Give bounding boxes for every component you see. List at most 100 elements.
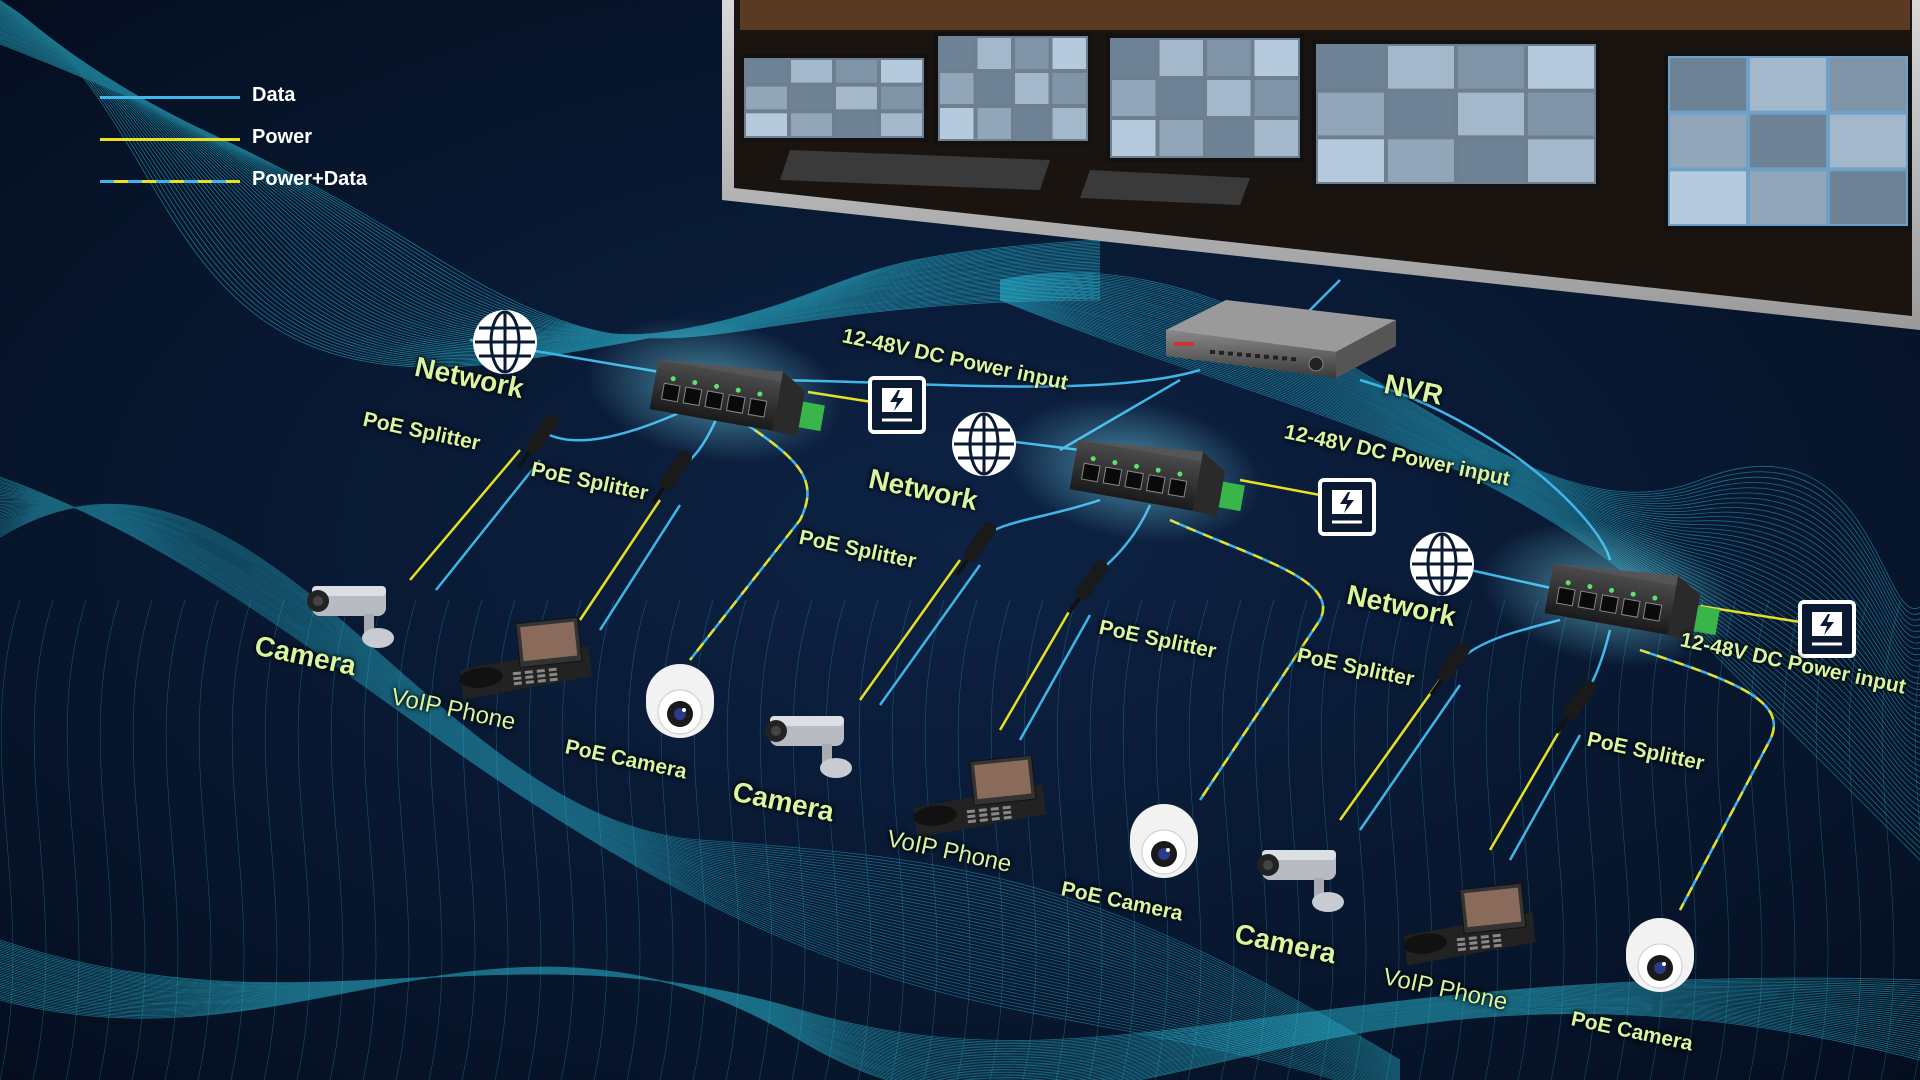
- camera-feed-tile: [1052, 73, 1086, 104]
- camera-feed-tile: [1159, 80, 1203, 116]
- status-led: [1090, 456, 1096, 462]
- camera-feed-tile: [1750, 171, 1826, 224]
- camera-feed-tile: [746, 86, 787, 110]
- camera-feed-tile: [1015, 38, 1049, 69]
- power-line-swatch: [100, 138, 240, 141]
- legend-label-power-data: Power+Data: [252, 168, 368, 190]
- splitter2b-power-out: [998, 609, 1072, 731]
- status-led: [1112, 460, 1118, 466]
- splitter3b-data-out: [1508, 734, 1582, 861]
- camera-feed-tile: [1830, 114, 1906, 168]
- status-led: [1609, 587, 1615, 593]
- power-adapter-icon: [868, 376, 926, 434]
- camera-feed-tile: [791, 113, 832, 136]
- rj45-port: [1124, 470, 1144, 491]
- camera-feed-tile: [1528, 46, 1594, 89]
- camera-feed-tile: [1254, 80, 1298, 116]
- rj45-port: [1167, 477, 1188, 498]
- camera-feed-tile: [1388, 92, 1454, 136]
- handset: [1403, 933, 1448, 954]
- splitter3b-power-out: [1488, 729, 1562, 851]
- power-adapter-icon: [1798, 600, 1856, 658]
- dome-camera-icon: [646, 664, 714, 738]
- status-led: [1652, 595, 1658, 601]
- voip-phone-icon: [1403, 882, 1536, 966]
- camera-feed-tile: [881, 86, 922, 110]
- camera-feed-tile: [1528, 92, 1594, 136]
- camera-feed-tile: [977, 73, 1011, 104]
- splitter-icon: [517, 414, 558, 468]
- wave-mesh-bottom: [0, 939, 1920, 1080]
- camera-feed-tile: [1207, 80, 1251, 116]
- camera-feed-tile: [1670, 171, 1746, 224]
- camera-feed-tile: [1318, 46, 1384, 89]
- status-led: [1565, 580, 1571, 586]
- legend-label-data: Data: [252, 84, 296, 106]
- camera-feed-tile: [940, 38, 974, 69]
- rj45-port: [1145, 474, 1166, 494]
- rj45-port: [660, 382, 681, 403]
- camera-feed-tile: [1318, 139, 1384, 182]
- bullet-camera-icon: [1257, 850, 1344, 912]
- camera-feed-tile: [746, 60, 787, 83]
- splitter1a-data-out: [435, 459, 541, 591]
- camera-feed-tile: [1750, 114, 1826, 168]
- splitter2a-power-out: [858, 559, 962, 701]
- status-led: [1155, 467, 1161, 473]
- status-led: [735, 387, 741, 393]
- camera-feed-tile: [1830, 171, 1906, 224]
- camera-feed-tile: [1670, 58, 1746, 111]
- video-screen: [520, 621, 578, 662]
- camera-feed-tile: [836, 60, 877, 83]
- power-data-line-swatch: [100, 180, 240, 183]
- splitter-icon: [1429, 642, 1470, 696]
- splitter1b-data-out: [598, 504, 682, 631]
- camera-feed-tile: [881, 113, 922, 136]
- camera-feed-tile: [1052, 38, 1086, 69]
- wave-mesh-lower: [0, 476, 1401, 1080]
- switch3-to-poe-camera-3: [1639, 648, 1776, 911]
- rj45-port: [1599, 594, 1619, 615]
- rj45-port: [1555, 586, 1576, 607]
- poe-switch-icon: [1480, 521, 1738, 667]
- camera-feed-tile: [1112, 80, 1156, 116]
- data-line-swatch: [100, 96, 240, 99]
- status-led: [1630, 591, 1636, 597]
- camera-feed-tile: [977, 108, 1011, 139]
- splitter-icon: [1555, 680, 1596, 734]
- handset: [913, 805, 958, 826]
- bullet-camera-icon: [307, 586, 394, 648]
- camera-feed-tile: [1207, 40, 1251, 76]
- splitter-icon: [651, 450, 692, 504]
- rj45-port: [1577, 590, 1598, 611]
- poe-switch-icon: [585, 317, 843, 463]
- dc-terminal: [1693, 605, 1720, 636]
- rj45-port: [704, 390, 724, 411]
- status-led: [1177, 471, 1183, 477]
- camera-feed-tile: [1159, 40, 1203, 76]
- splitter2a-data-out: [878, 564, 982, 706]
- rj45-port: [747, 397, 768, 418]
- camera-feed-tile: [1112, 120, 1156, 156]
- camera-feed-tile: [1318, 92, 1384, 136]
- splitter1a-power-out: [409, 449, 521, 581]
- camera-feed-tile: [1159, 120, 1203, 156]
- legend-label-power: Power: [252, 126, 313, 148]
- camera-feed-tile: [881, 60, 922, 83]
- camera-feed-tile: [1388, 46, 1454, 89]
- nvr-icon: [1166, 300, 1396, 378]
- rj45-port: [1102, 466, 1123, 487]
- voip-phone-icon: [913, 754, 1046, 838]
- camera-feed-tile: [1388, 139, 1454, 182]
- dome-camera-icon: [1626, 918, 1694, 992]
- camera-feed-tile: [1458, 46, 1524, 89]
- dc-terminal: [798, 401, 825, 432]
- camera-feed-tile: [836, 86, 877, 110]
- splitter-icon: [955, 522, 996, 576]
- status-led: [1587, 584, 1593, 590]
- rj45-port: [1620, 598, 1641, 618]
- handset: [459, 667, 504, 688]
- rj45-port: [1080, 462, 1101, 483]
